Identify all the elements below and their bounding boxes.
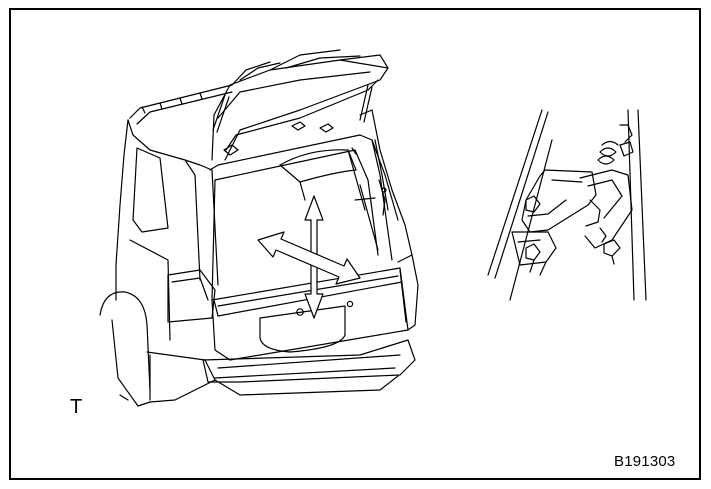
diagram-frame xyxy=(9,8,701,480)
vehicle-illustration xyxy=(99,49,419,407)
adjustment-arrows xyxy=(257,195,361,319)
view-label: T xyxy=(70,396,83,418)
hinge-detail-illustration xyxy=(487,109,647,301)
figure-code: B191303 xyxy=(614,453,676,470)
left-right-arrow xyxy=(257,231,361,285)
